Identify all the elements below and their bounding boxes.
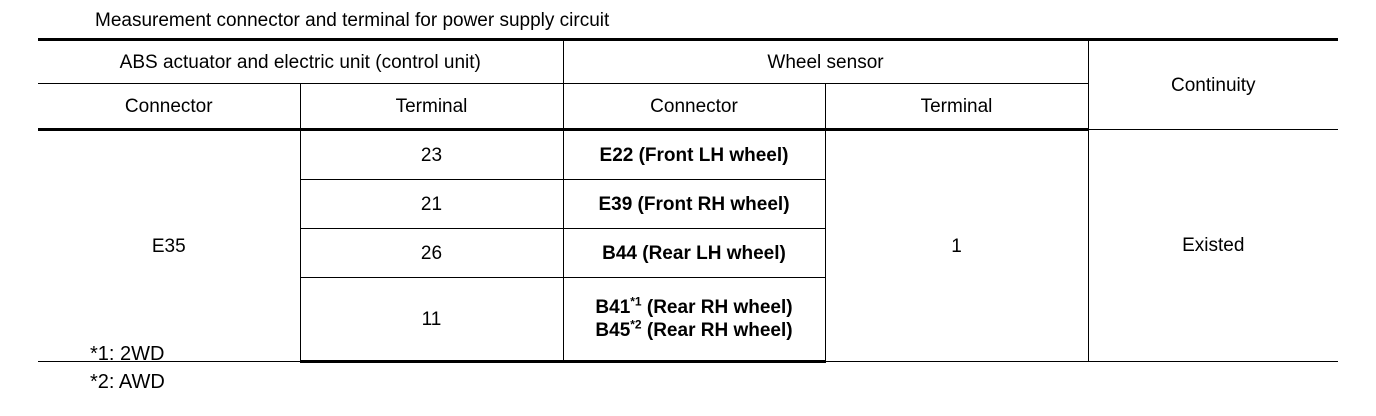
- cell-abs-terminal: 11: [300, 277, 564, 363]
- ws-connector-description: (Rear RH wheel): [641, 320, 793, 341]
- header-abs-connector: Connector: [38, 83, 301, 131]
- ws-connector-code: B45: [595, 320, 631, 341]
- table-row: E35 23 E22 (Front LH wheel) 1 Existed: [38, 129, 1339, 362]
- table-header-subrow: Connector Terminal Connector Terminal: [38, 83, 1338, 131]
- ws-connector-variant-awd: B45*2 (Rear RH wheel): [568, 319, 821, 342]
- spec-table-container: ABS actuator and electric unit (control …: [38, 38, 1339, 363]
- ws-connector-description: (Rear RH wheel): [641, 297, 793, 318]
- header-abs-terminal: Terminal: [299, 83, 564, 131]
- header-ws-connector: Connector: [562, 83, 826, 131]
- footnote-list: *1: 2WD *2: AWD: [90, 340, 165, 396]
- cell-continuity-value: Existed: [1087, 129, 1339, 362]
- cell-abs-terminal: 21: [300, 179, 564, 229]
- measurement-connector-table: ABS actuator and electric unit (control …: [38, 38, 1339, 363]
- footnote-2: *2: AWD: [90, 371, 165, 393]
- cell-ws-connector: E22 (Front LH wheel): [562, 129, 826, 180]
- header-ws-terminal: Terminal: [824, 83, 1089, 131]
- header-continuity: Continuity: [1087, 38, 1339, 130]
- footnote-marker-1: *1: [630, 294, 642, 309]
- table-caption: Measurement connector and terminal for p…: [95, 10, 610, 31]
- ws-connector-variant-2wd: B41*1 (Rear RH wheel): [568, 296, 821, 319]
- footnote-marker-2: *2: [630, 317, 642, 332]
- cell-ws-terminal-value: 1: [824, 129, 1089, 362]
- cell-abs-terminal: 26: [300, 228, 564, 278]
- header-group-abs-unit: ABS actuator and electric unit (control …: [38, 38, 564, 84]
- cell-ws-connector: B44 (Rear LH wheel): [562, 228, 825, 278]
- table-row: 21 E39 (Front RH wheel): [38, 179, 1338, 229]
- cell-abs-connector-value: E35: [38, 129, 301, 362]
- table-row: 26 B44 (Rear LH wheel): [38, 228, 1338, 278]
- table-row: 11 B41*1 (Rear RH wheel) B45*2 (Rear RH …: [38, 277, 1338, 363]
- table-header-group-row: ABS actuator and electric unit (control …: [38, 38, 1339, 130]
- cell-ws-connector-multiline: B41*1 (Rear RH wheel) B45*2 (Rear RH whe…: [562, 277, 825, 363]
- cell-ws-connector: E39 (Front RH wheel): [562, 179, 825, 229]
- header-group-wheel-sensor: Wheel sensor: [562, 38, 1089, 84]
- ws-connector-code: B41: [595, 297, 631, 318]
- footnote-1: *1: 2WD: [90, 343, 165, 365]
- cell-abs-terminal: 23: [299, 129, 564, 180]
